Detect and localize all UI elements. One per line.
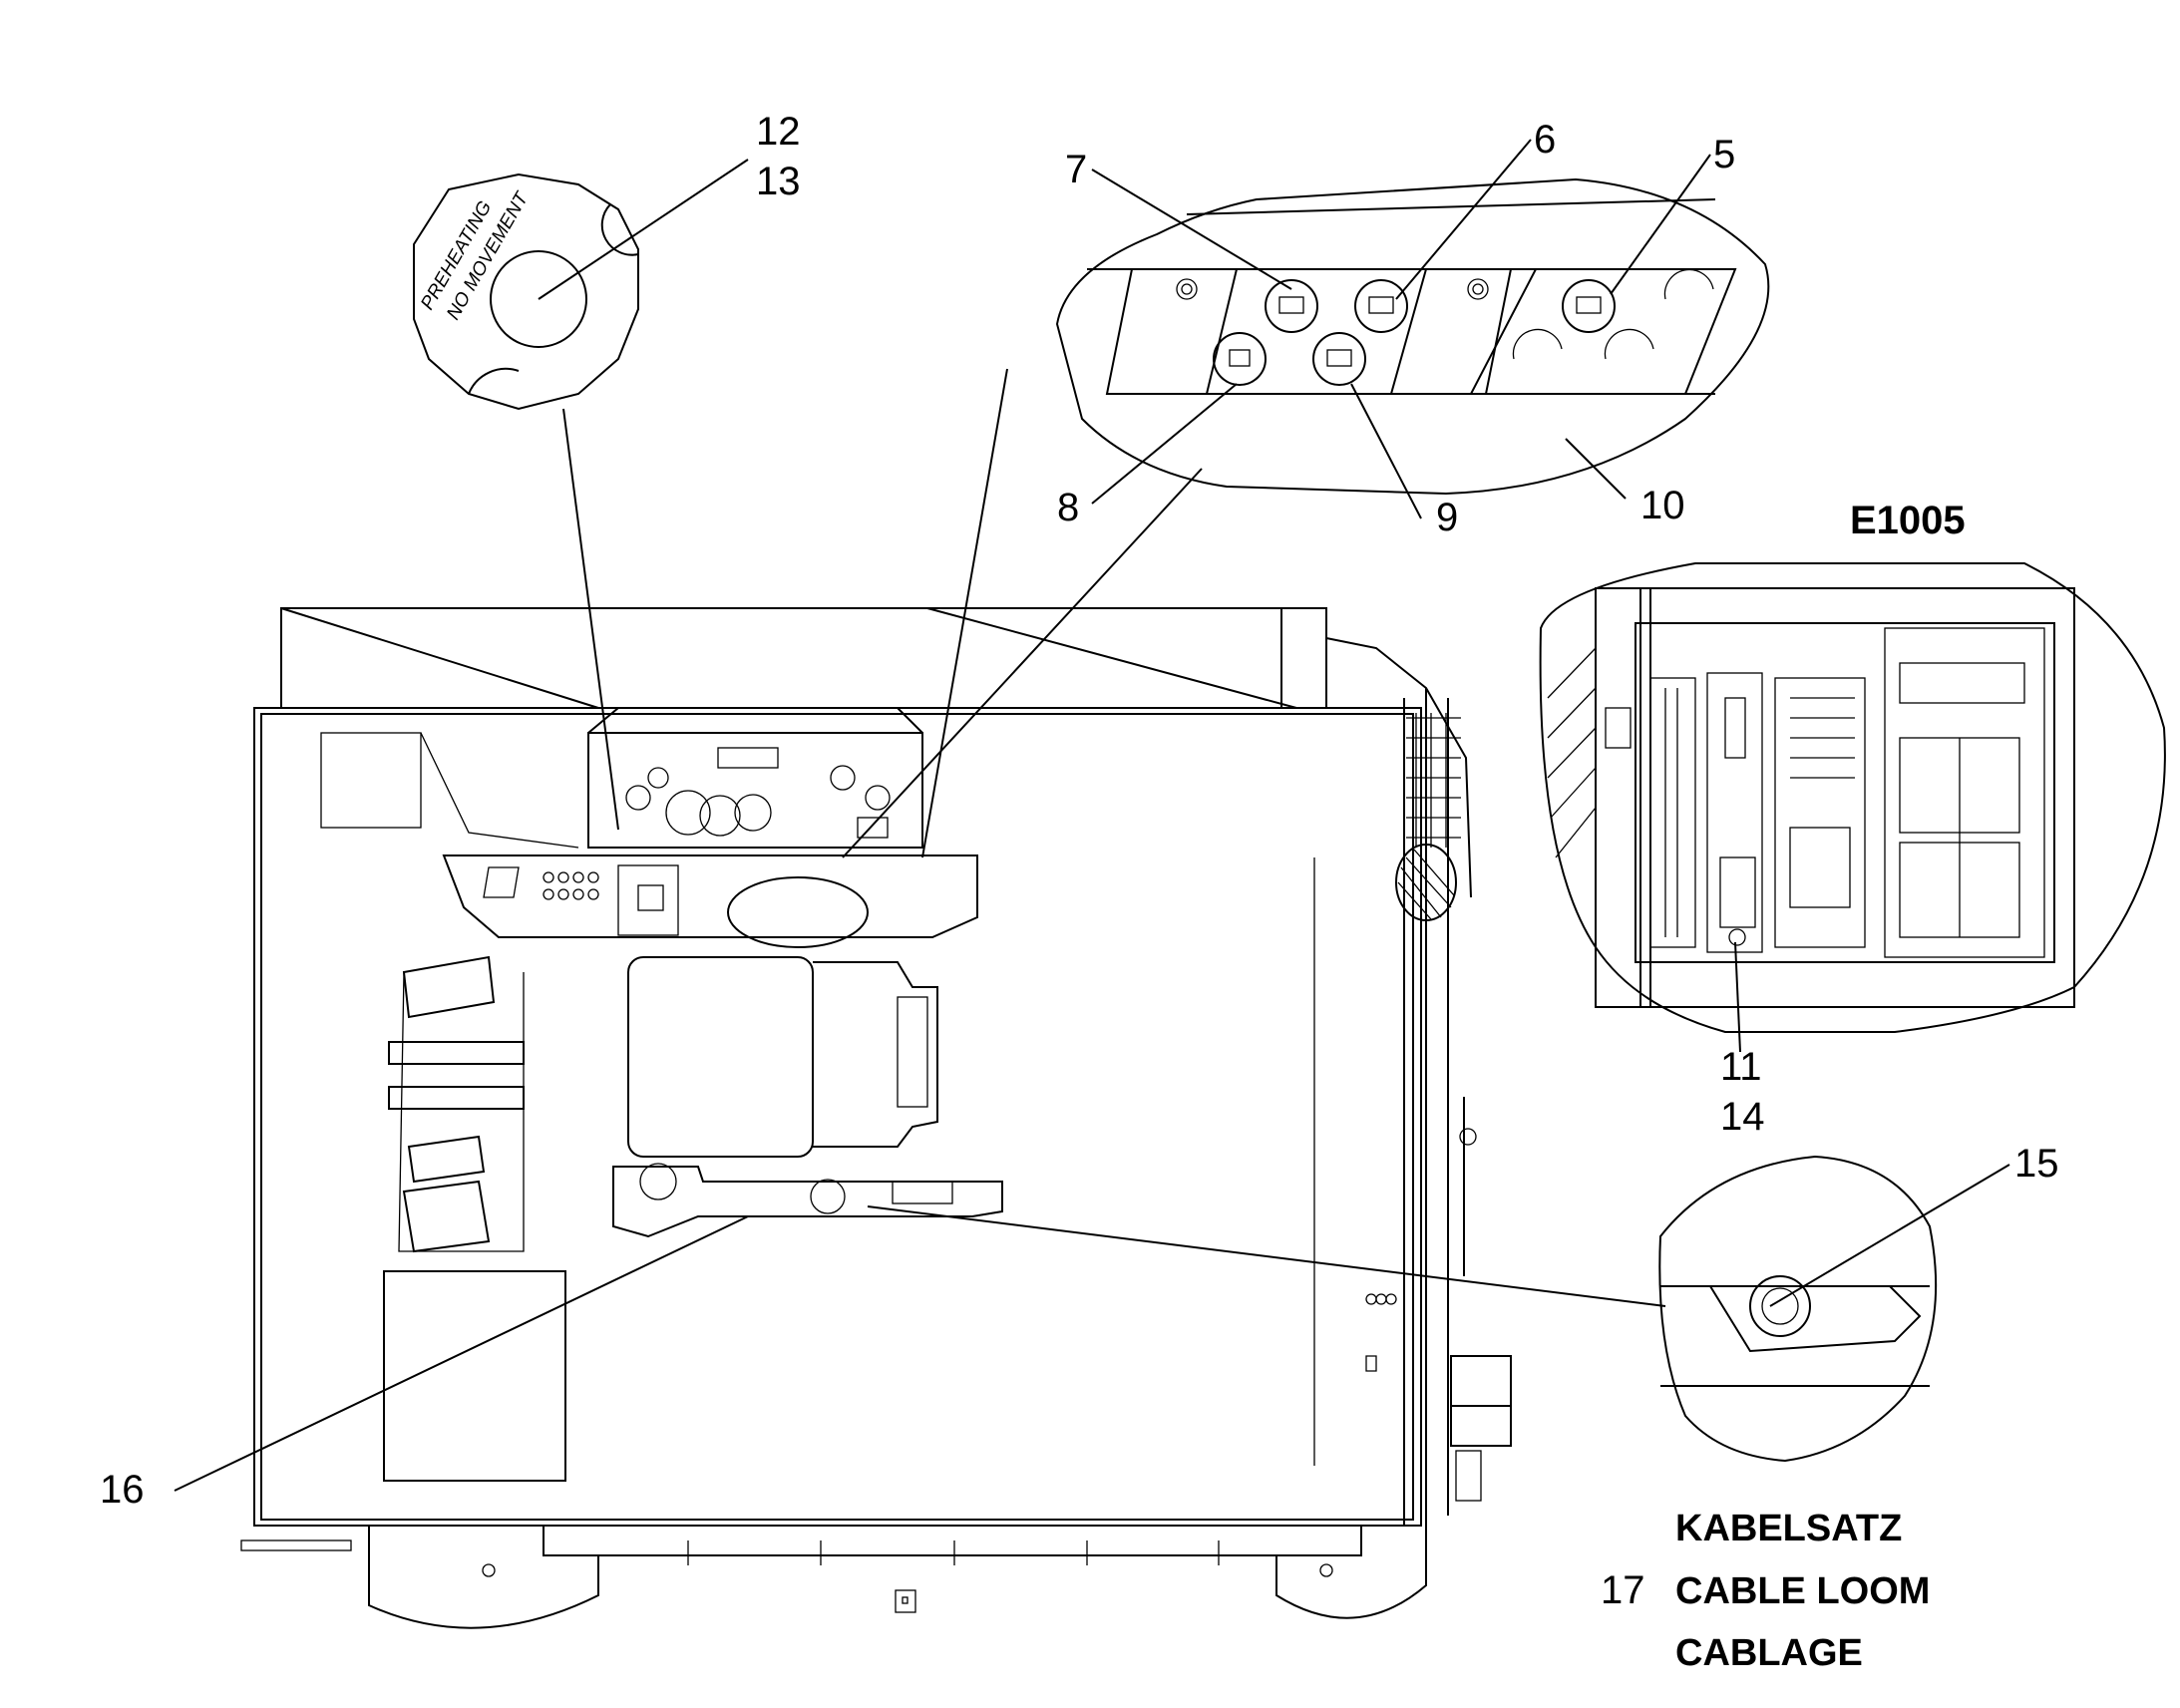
callout-numbers: 12 13 7 6 5 8 9 10 E1005 11 14 15 16 bbox=[100, 110, 2059, 1512]
cab-top-view bbox=[240, 607, 1512, 1629]
callout-14: 14 bbox=[1720, 1095, 1765, 1139]
callout-11: 11 bbox=[1720, 1045, 1762, 1089]
front-console bbox=[442, 854, 978, 948]
leader-lines bbox=[174, 139, 2010, 1492]
callout-8: 8 bbox=[1057, 486, 1079, 529]
detail-switch-panel bbox=[1055, 177, 1770, 496]
legend-line-cable-loom: CABLE LOOM bbox=[1675, 1570, 1930, 1612]
detail-switch-15 bbox=[1658, 1155, 1938, 1463]
detail-electrical-cabinet bbox=[1539, 562, 2166, 1033]
callout-12: 12 bbox=[756, 110, 801, 154]
legend-line-kabelsatz: KABELSATZ bbox=[1675, 1508, 1902, 1549]
callout-13: 13 bbox=[756, 160, 801, 203]
callout-7: 7 bbox=[1065, 148, 1087, 191]
callout-16: 16 bbox=[100, 1468, 145, 1512]
drawing-code: E1005 bbox=[1850, 499, 1966, 542]
callout-9: 9 bbox=[1436, 496, 1458, 539]
legend: KABELSATZ 17 CABLE LOOM CABLAGE bbox=[1601, 1508, 1930, 1674]
side-window-mesh bbox=[1406, 713, 1461, 848]
legend-number: 17 bbox=[1601, 1568, 1645, 1612]
callout-15: 15 bbox=[2014, 1142, 2059, 1186]
operator-seat bbox=[627, 956, 938, 1158]
callout-10: 10 bbox=[1640, 484, 1685, 527]
callout-5: 5 bbox=[1713, 133, 1735, 176]
detail-preheating-lamp: PREHEATING NO MOVEMENT bbox=[413, 172, 639, 411]
callout-6: 6 bbox=[1534, 118, 1556, 162]
foot-pedals bbox=[388, 955, 525, 1253]
legend-line-cablage: CABLAGE bbox=[1675, 1632, 1863, 1674]
right-console bbox=[612, 1163, 1003, 1238]
